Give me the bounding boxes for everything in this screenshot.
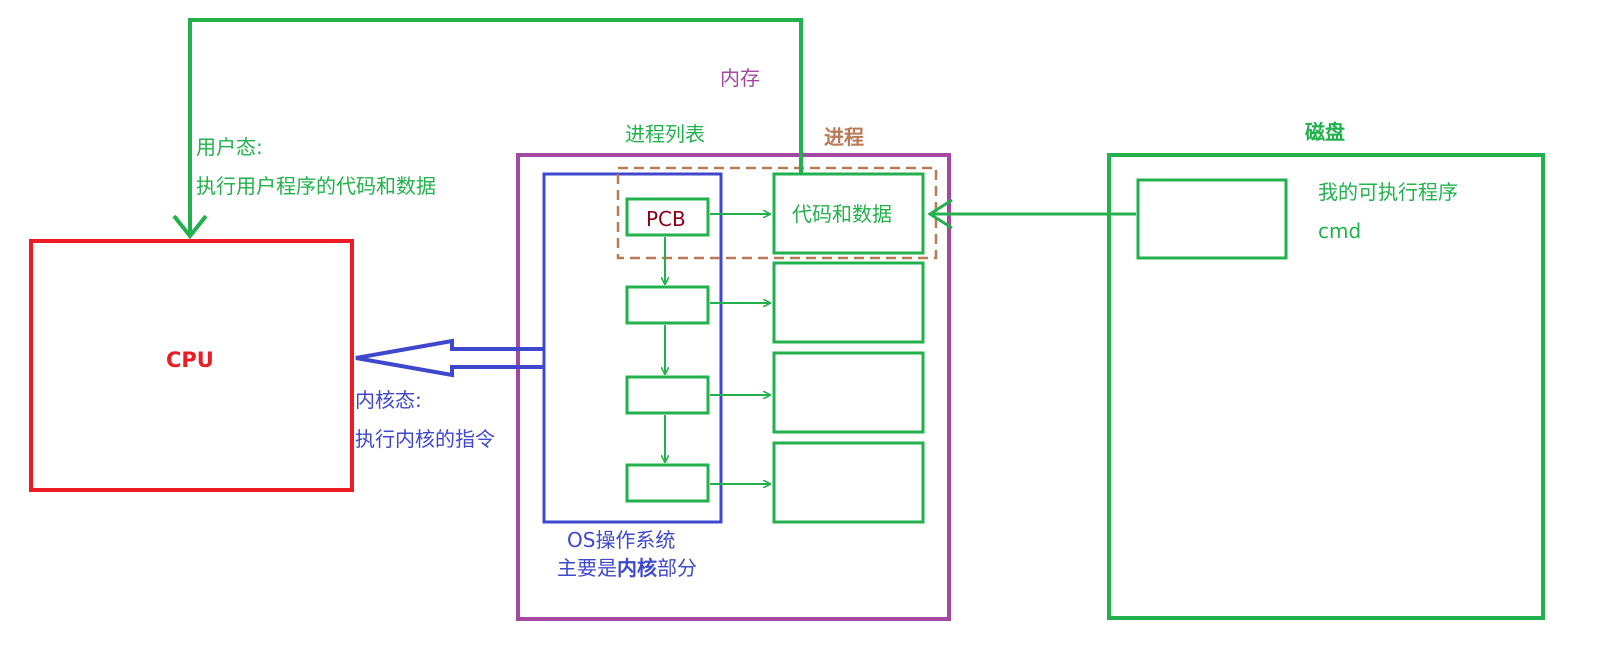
os-box bbox=[542, 172, 723, 524]
load-arrowhead bbox=[927, 198, 953, 230]
os-line2-suffix: 部分 bbox=[657, 556, 697, 580]
user-mode-desc: 执行用户程序的代码和数据 bbox=[196, 174, 436, 198]
cpu-label: CPU bbox=[166, 348, 214, 372]
program-label: 我的可执行程序 bbox=[1318, 180, 1458, 204]
pcb-node-3 bbox=[625, 375, 710, 415]
user-mode-title: 用户态: bbox=[196, 135, 263, 159]
code-data-box-4 bbox=[772, 441, 925, 524]
pcb-label: PCB bbox=[646, 207, 686, 231]
cpu-box bbox=[29, 239, 354, 492]
code-data-box-3 bbox=[772, 351, 925, 434]
pcb-node-4 bbox=[625, 463, 710, 503]
os-line2-bold: 内核 bbox=[617, 556, 657, 580]
kernel-mode-desc: 执行内核的指令 bbox=[355, 427, 495, 451]
kernel-mode-arrow bbox=[355, 338, 544, 378]
disk-box bbox=[1107, 153, 1545, 620]
process-list-label: 进程列表 bbox=[625, 122, 705, 146]
code-data-label: 代码和数据 bbox=[792, 202, 892, 226]
memory-box bbox=[516, 153, 951, 621]
memory-label: 内存 bbox=[720, 66, 760, 90]
program-box bbox=[1136, 178, 1288, 260]
program-name: cmd bbox=[1318, 219, 1362, 243]
os-line1: OS操作系统 bbox=[567, 528, 676, 552]
os-line2-prefix: 主要是 bbox=[557, 556, 617, 580]
kernel-mode-title: 内核态: bbox=[355, 388, 422, 412]
code-data-box bbox=[772, 172, 925, 255]
disk-label: 磁盘 bbox=[1305, 120, 1345, 144]
user-mode-arrowhead bbox=[172, 214, 208, 240]
process-label: 进程 bbox=[824, 125, 864, 149]
user-mode-arrow bbox=[188, 18, 803, 235]
pcb-node-2 bbox=[625, 285, 710, 325]
code-data-box-2 bbox=[772, 261, 925, 344]
os-line2: 主要是内核部分 bbox=[557, 558, 697, 578]
process-dashed-box bbox=[616, 166, 938, 260]
pcb-box bbox=[625, 197, 710, 237]
